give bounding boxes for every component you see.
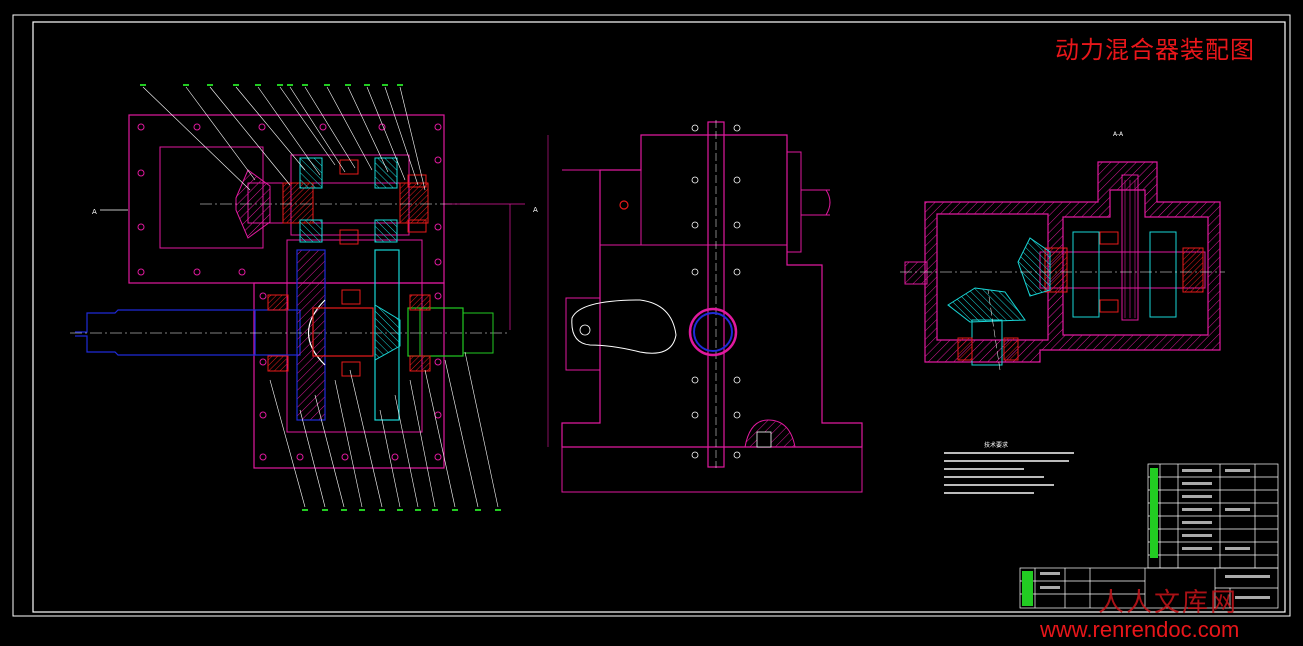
inner-frame <box>32 21 1286 613</box>
section-label-a-right: A <box>533 206 538 214</box>
title-block-labels <box>1022 468 1158 606</box>
title-block <box>1019 463 1279 609</box>
notes-heading: 技术要求 <box>984 441 1008 449</box>
side-view <box>547 120 863 493</box>
technical-notes: 技术要求 <box>944 441 1074 494</box>
section-view-a-a: A-A <box>900 131 1225 371</box>
website-link[interactable]: www.renrendoc.com <box>1040 617 1240 642</box>
drawing-title: 动力混合器装配图 <box>1055 36 1255 64</box>
outer-frame <box>12 14 1291 617</box>
section-label-a-left: A <box>92 208 97 216</box>
watermark-text: 人人文库网 <box>1098 588 1239 618</box>
main-section-view: A A <box>70 84 538 511</box>
section-view-label: A-A <box>1113 131 1124 138</box>
